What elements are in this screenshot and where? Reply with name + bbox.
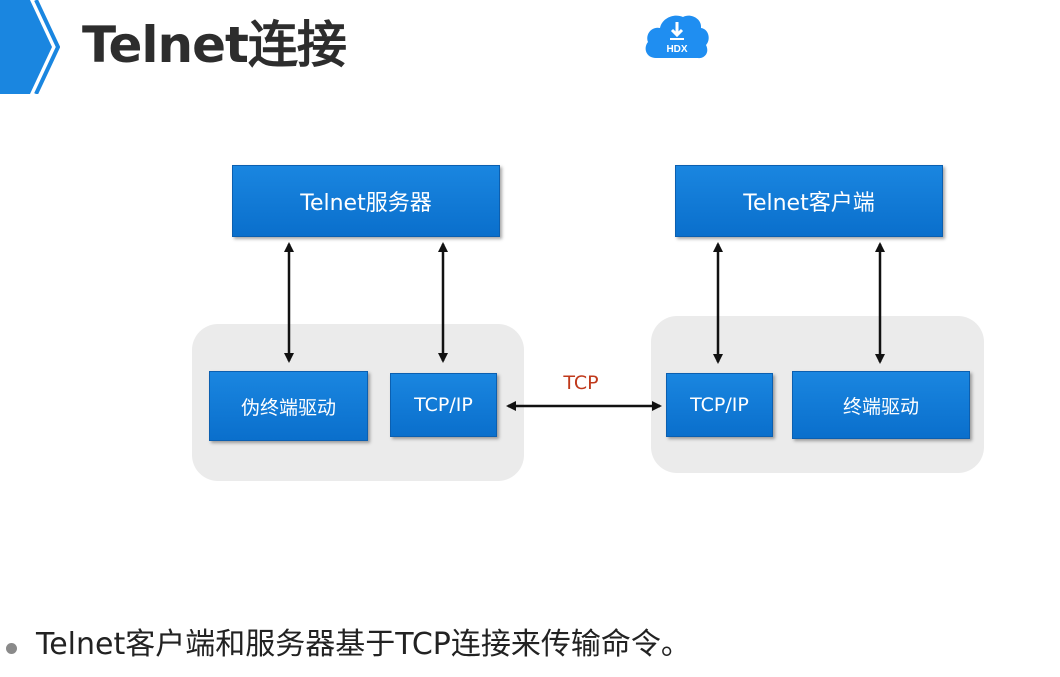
title-accent-chevron — [0, 0, 60, 94]
page-title: Telnet连接 — [82, 16, 347, 74]
client-tcpip-box: TCP/IP — [666, 373, 773, 437]
telnet-client-box: Telnet客户端 — [675, 165, 943, 237]
tcp-link-label: TCP — [563, 372, 599, 394]
telnet-server-box: Telnet服务器 — [232, 165, 500, 237]
logo-text: HDX — [666, 44, 687, 55]
pseudo-terminal-driver-box: 伪终端驱动 — [209, 371, 368, 441]
terminal-driver-box: 终端驱动 — [792, 371, 970, 439]
bullet-dot — [6, 643, 17, 654]
cloud-download-icon: HDX — [645, 15, 709, 59]
bullet-text: Telnet客户端和服务器基于TCP连接来传输命令。 — [36, 627, 691, 662]
server-tcpip-box: TCP/IP — [390, 373, 497, 437]
